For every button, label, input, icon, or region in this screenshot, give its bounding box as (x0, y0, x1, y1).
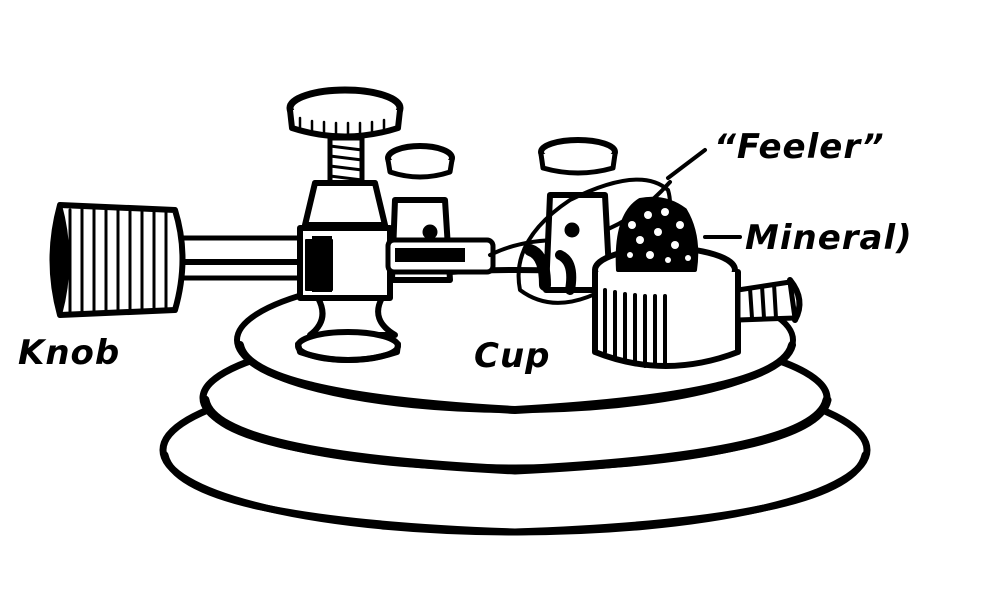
feeler-label: “Feeler” (714, 127, 885, 167)
knob (49, 202, 186, 318)
feeler-wire (516, 177, 672, 305)
mineral-crystal (615, 196, 699, 272)
cup-label: Cup (474, 336, 551, 376)
main-pillar (286, 86, 404, 363)
adjusting-rod (172, 235, 313, 281)
mineral-label: Mineral) (745, 218, 913, 258)
knob-label: Knob (18, 333, 121, 373)
feeler-leader-line (666, 148, 707, 180)
